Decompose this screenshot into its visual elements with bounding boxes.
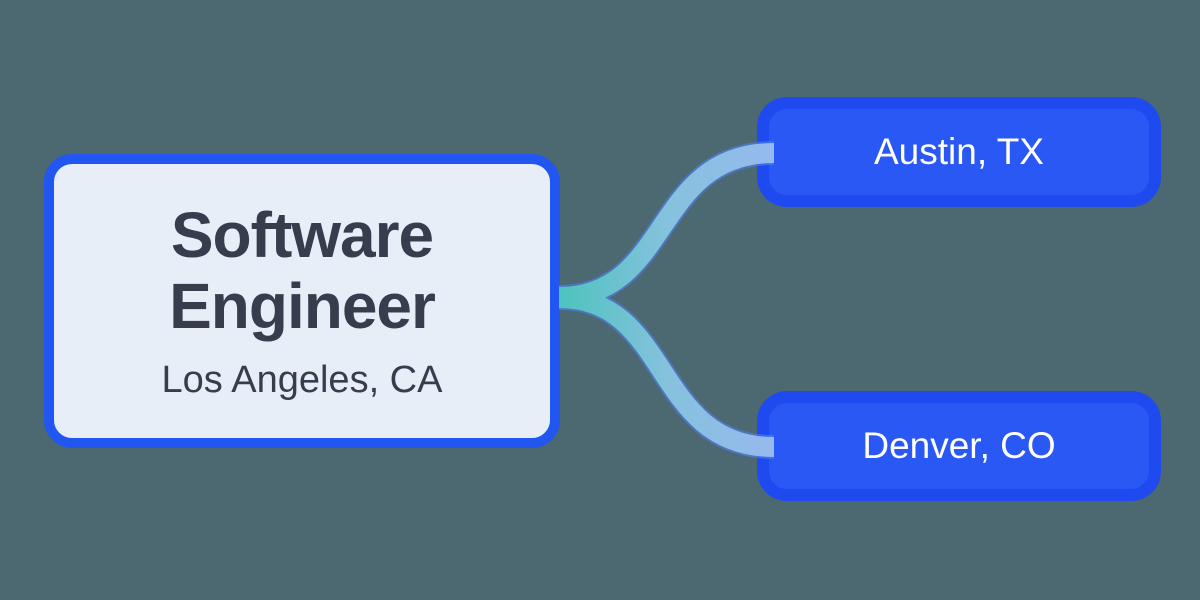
child-node-austin[interactable]: Austin, TX (757, 97, 1161, 207)
child-node-denver[interactable]: Denver, CO (757, 391, 1161, 501)
connector-austin (558, 143, 775, 307)
connector-austin-outline (558, 141, 775, 309)
child-node-austin-label: Austin, TX (873, 131, 1044, 172)
child-node-denver-label: Denver, CO (862, 425, 1056, 466)
root-node-subtitle: Los Angeles, CA (161, 358, 443, 401)
connector-denver-outline (558, 286, 775, 459)
root-node-software-engineer[interactable]: Software Engineer Los Angeles, CA (44, 154, 560, 448)
root-node-title: Software Engineer (169, 199, 436, 342)
connector-denver (558, 288, 775, 457)
